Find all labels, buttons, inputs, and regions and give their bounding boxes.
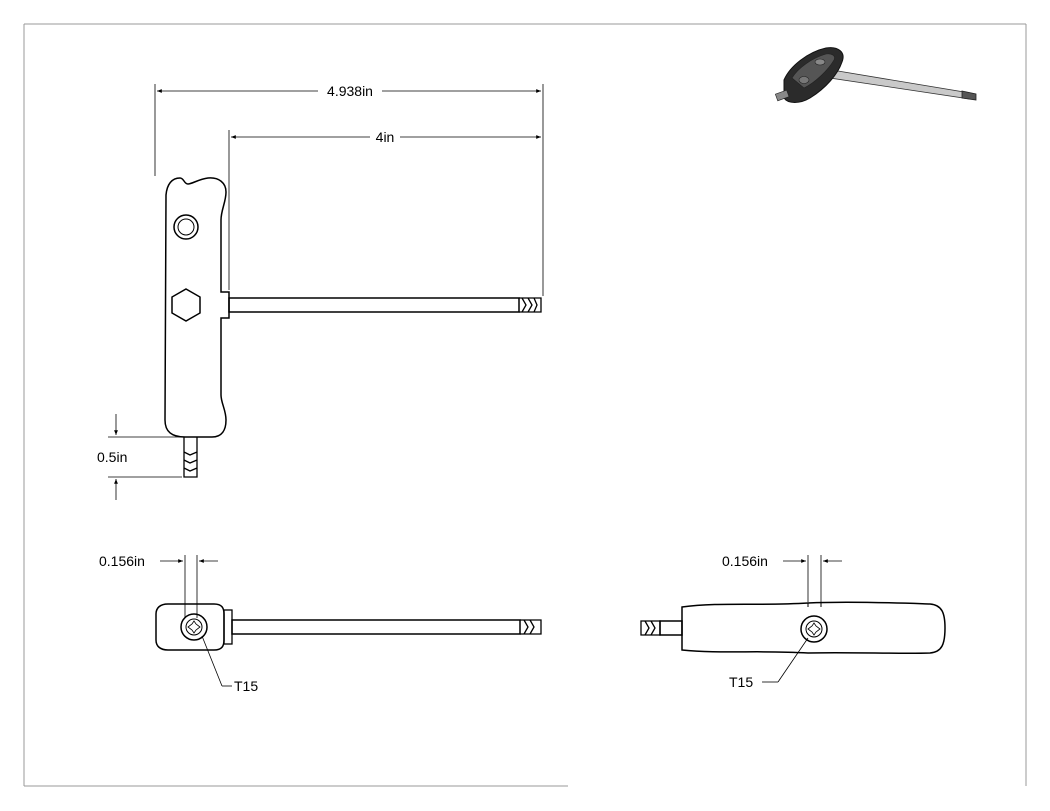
iso-shaft-tip: [961, 90, 977, 101]
shaft-top-tip: [520, 619, 542, 635]
iso-hex-icon: [798, 76, 810, 84]
tip-length-label: 0.5in: [97, 449, 127, 465]
short-tip: [640, 620, 661, 636]
torx-socket-right: [807, 622, 821, 636]
front-view: [164, 177, 542, 478]
callout-right-label: T15: [729, 674, 753, 690]
handle-side-outline: [681, 601, 946, 655]
handle-outline: [164, 177, 230, 438]
bottom-tip: [183, 437, 198, 478]
isometric-view: [774, 47, 977, 103]
bolt-head: [173, 214, 199, 240]
bore-right-label: 0.156in: [722, 553, 768, 569]
bolt-inner: [177, 218, 195, 236]
bore-left-label: 0.156in: [99, 553, 145, 569]
bore-inner: [185, 618, 203, 636]
callout-left-label: T15: [234, 678, 258, 694]
handle-end-outline: [155, 603, 225, 651]
shaft-length-label: 4in: [376, 129, 395, 145]
short-tip-shank: [659, 620, 683, 636]
ferrule: [223, 609, 233, 645]
bore-inner-right: [805, 620, 823, 638]
shaft-tip: [519, 297, 542, 313]
overall-length-label: 4.938in: [327, 83, 373, 99]
callout-left: T15: [201, 635, 258, 694]
side-view-right: [640, 601, 946, 655]
bore-outer-right: [800, 615, 828, 643]
dim-tip-length: 0.5in: [97, 414, 182, 500]
dim-bore-left: 0.156in: [99, 553, 218, 618]
iso-shaft: [829, 69, 971, 100]
dim-bore-right: 0.156in: [722, 553, 842, 602]
dim-overall-length: 4.938in: [154, 83, 544, 296]
top-view-left: [155, 603, 542, 651]
torx-socket: [187, 620, 201, 634]
hex-socket: [171, 288, 201, 322]
iso-bottom-tip: [774, 89, 790, 102]
iso-bolt-icon: [814, 58, 826, 66]
shaft-top: [231, 619, 521, 635]
bore-outer: [180, 613, 208, 641]
sheet-border: [23, 23, 1027, 787]
callout-right: T15: [729, 637, 809, 690]
dim-shaft-length: 4in: [228, 129, 541, 290]
shaft: [228, 297, 520, 313]
